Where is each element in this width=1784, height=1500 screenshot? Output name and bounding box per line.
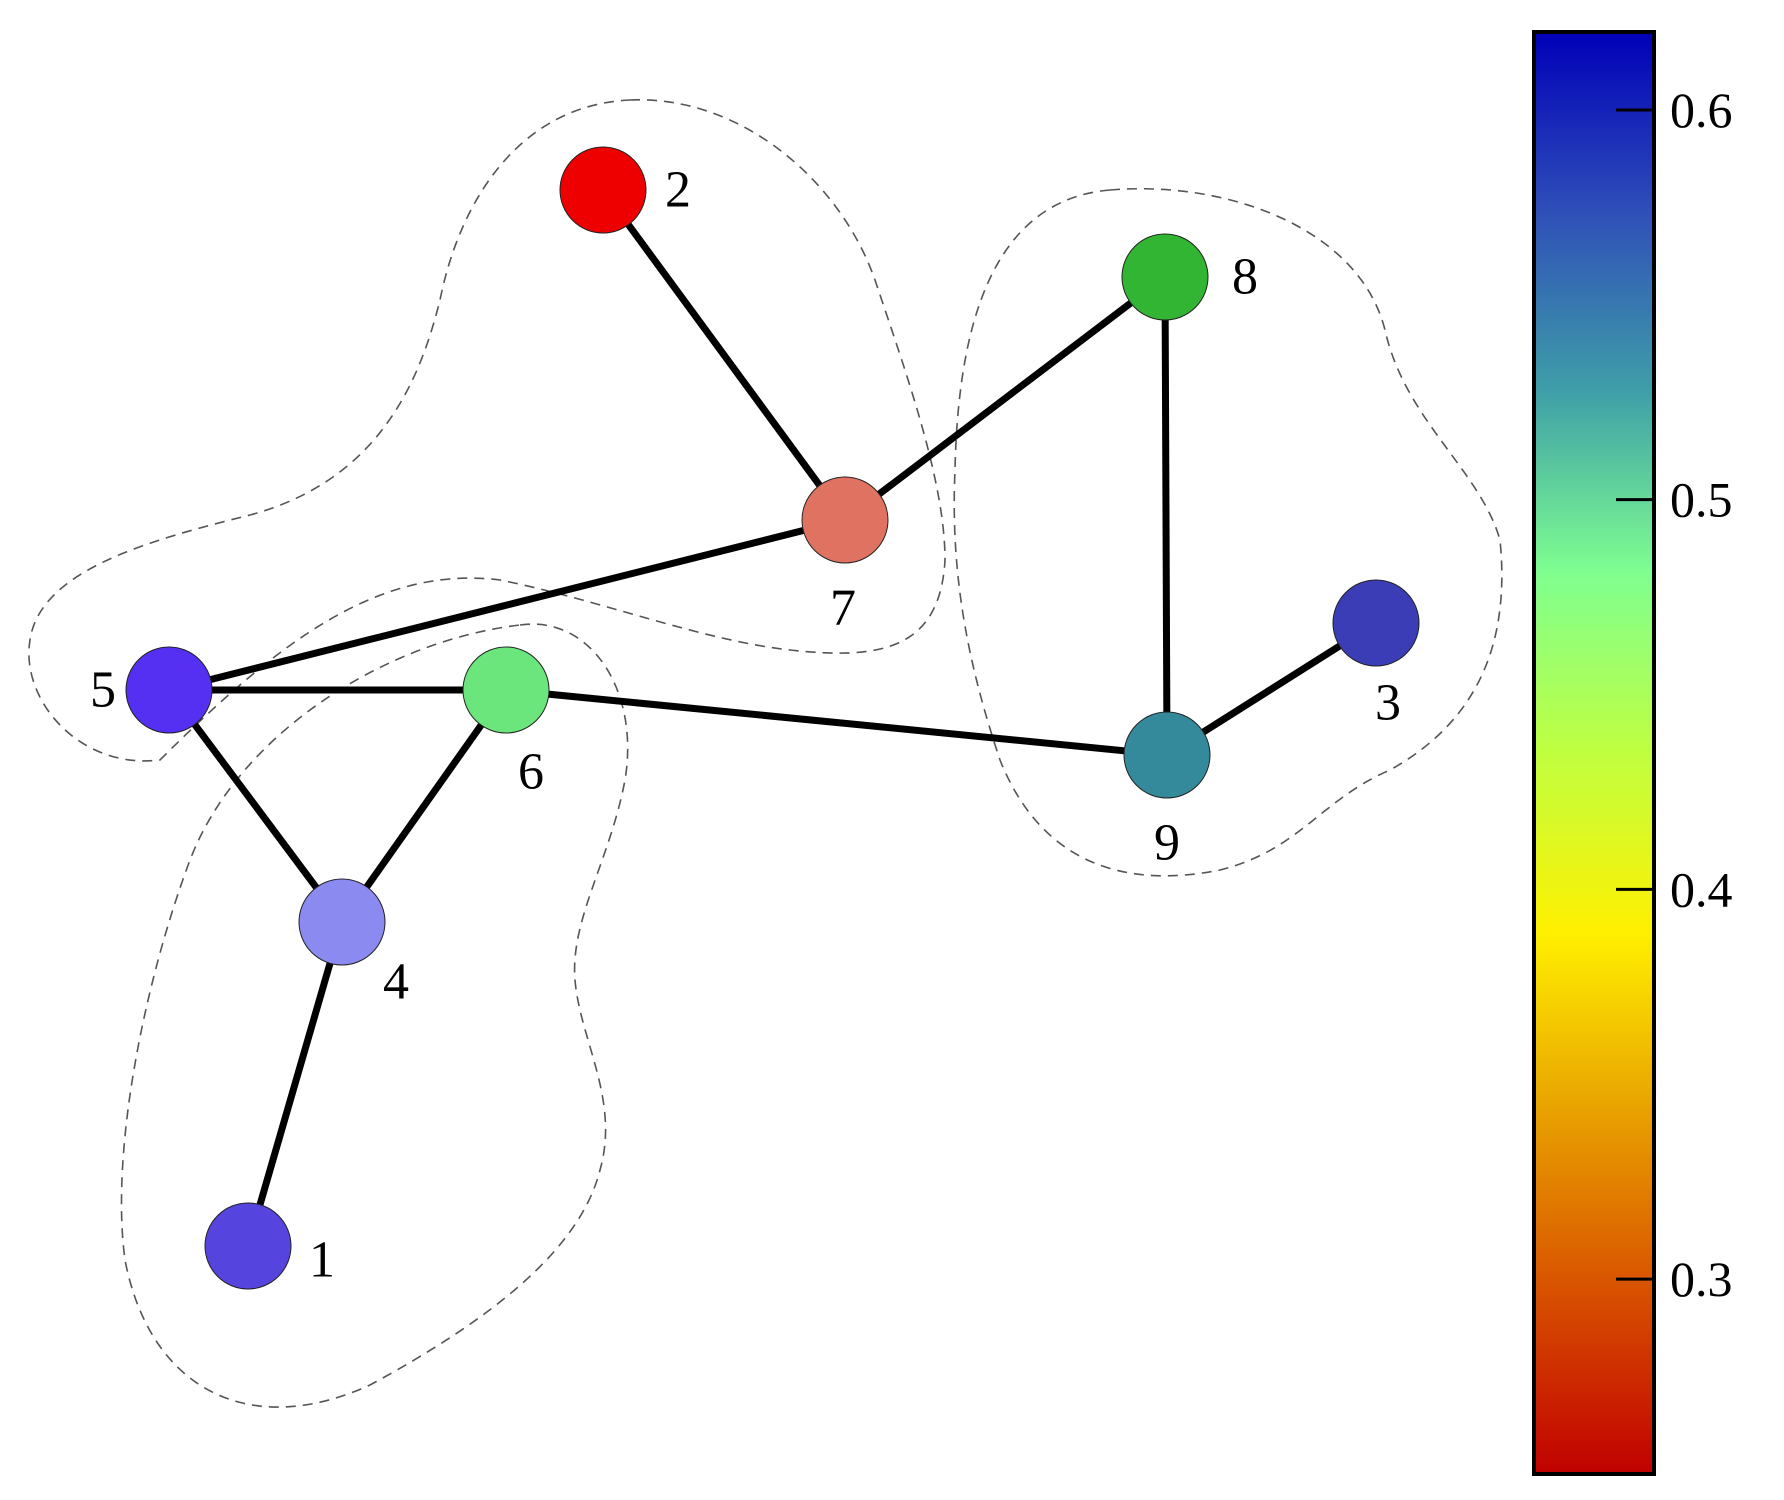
- node-6: [462, 646, 550, 734]
- colorbar-tick-label-0.3: 0.3: [1670, 1251, 1733, 1307]
- node-4: [298, 878, 386, 966]
- cluster-outline-2-5-7: [28, 99, 946, 762]
- node-2: [559, 146, 647, 234]
- colorbar: 0.6 0.5 0.4 0.3: [1532, 30, 1733, 1476]
- node-9: [1123, 711, 1211, 799]
- edge-2-7: [599, 186, 849, 524]
- node-label-1: 1: [309, 1232, 335, 1289]
- edge-1-4: [244, 918, 346, 1250]
- edge-8-9: [1161, 273, 1171, 759]
- edge-6-9: [502, 686, 1171, 759]
- node-label-9: 9: [1154, 815, 1180, 872]
- edge-4-6: [338, 686, 510, 926]
- edges: [165, 186, 1380, 1250]
- colorbar-tick-label-0.4: 0.4: [1670, 861, 1733, 917]
- nodes: 1 2 3 4 5 6 7 8 9: [90, 146, 1420, 1290]
- cluster-outline-3-8-9: [953, 187, 1503, 877]
- colorbar-tick-label-0.5: 0.5: [1670, 472, 1733, 528]
- node-3: [1332, 579, 1420, 667]
- node-label-6: 6: [518, 744, 544, 801]
- colorbar-gradient: [1532, 30, 1656, 1476]
- node-label-7: 7: [830, 580, 856, 637]
- node-1: [204, 1202, 292, 1290]
- node-8: [1121, 233, 1209, 321]
- cluster-outline-1-4-6: [120, 623, 629, 1408]
- node-label-4: 4: [383, 954, 409, 1011]
- node-5: [125, 646, 213, 734]
- edge-7-8: [841, 273, 1169, 524]
- colorbar-tick-label-0.6: 0.6: [1670, 82, 1733, 138]
- node-label-2: 2: [665, 162, 691, 219]
- edge-5-7: [165, 516, 849, 694]
- colorbar-ticks: 0.6 0.5 0.4 0.3: [1616, 82, 1733, 1307]
- node-7: [801, 476, 889, 564]
- cluster-outlines: [28, 99, 1503, 1408]
- node-label-3: 3: [1375, 675, 1401, 732]
- edge-4-5: [165, 686, 346, 926]
- node-label-8: 8: [1232, 249, 1258, 306]
- node-label-5: 5: [90, 662, 116, 719]
